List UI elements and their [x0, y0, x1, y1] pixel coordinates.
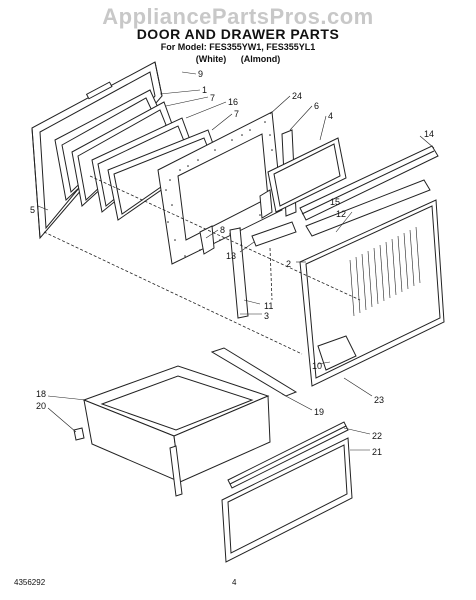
color-white: (White) [195, 54, 227, 64]
door-handle [299, 145, 439, 221]
door-inner-glass [267, 137, 347, 213]
watermark: AppliancePartsPros.com [102, 4, 374, 29]
callout-9: 9 [198, 69, 204, 79]
callout-19: 19 [314, 407, 325, 417]
callout-7: 7 [210, 93, 216, 103]
drawer-rail [210, 347, 298, 397]
door-trim-strip [305, 179, 431, 237]
callout-12: 12 [336, 209, 347, 219]
callout-16: 16 [228, 97, 239, 107]
callout-23: 23 [374, 395, 385, 405]
callout-18: 18 [36, 389, 47, 399]
color-almond: (Almond) [240, 54, 281, 64]
assembly-guides [43, 175, 361, 355]
callout-1: 1 [202, 85, 208, 95]
hinge-channel [229, 227, 273, 319]
page-number: 4 [232, 578, 237, 587]
callout-4: 4 [328, 111, 334, 121]
color-variants: (White) (Almond) [0, 54, 476, 64]
callout-5: 5 [30, 205, 36, 215]
callout-leaders [37, 71, 435, 451]
door-hinge [199, 189, 273, 255]
storage-drawer [73, 365, 271, 497]
callout-24: 24 [292, 91, 303, 101]
outer-door-front [299, 199, 445, 387]
callout-14: 14 [424, 129, 435, 139]
callout-11: 11 [264, 301, 274, 311]
door-vent [251, 221, 297, 247]
callout-7: 7 [234, 109, 240, 119]
callout-6: 6 [314, 101, 320, 111]
diagram-title: DOOR AND DRAWER PARTS [136, 26, 340, 42]
callout-2: 2 [286, 259, 292, 269]
callout-8: 8 [220, 225, 226, 235]
drawer-front-trim [227, 421, 349, 489]
callout-22: 22 [372, 431, 383, 441]
callout-21: 21 [372, 447, 383, 457]
callout-20: 20 [36, 401, 47, 411]
model-numbers: For Model: FES355YW1, FES355YL1 [160, 42, 316, 52]
callout-3: 3 [264, 311, 270, 321]
callout-15: 15 [330, 197, 341, 207]
callout-10: 10 [312, 361, 323, 371]
drawer-front-panel [221, 437, 353, 563]
document-number: 4356292 [14, 578, 46, 587]
callout-13: 13 [226, 251, 237, 261]
